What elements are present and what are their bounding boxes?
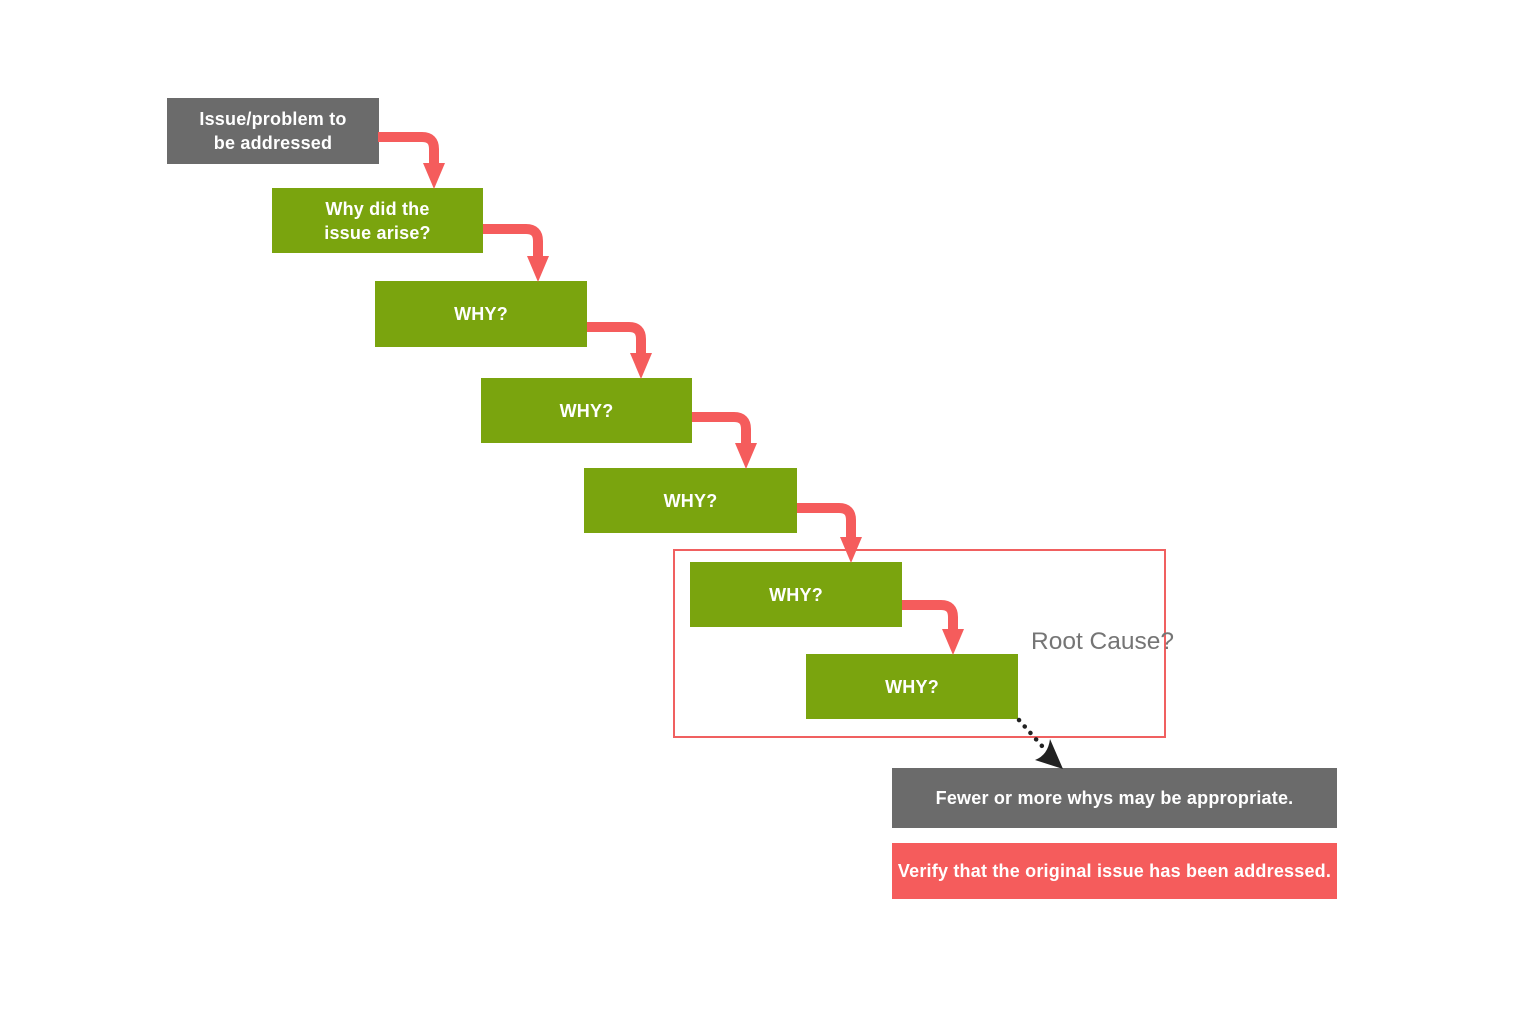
why-box-1: WHY?: [375, 281, 587, 347]
connector-arrow-1: [378, 132, 445, 189]
connector-arrow-3: [587, 322, 652, 379]
verify-box: Verify that the original issue has been …: [892, 843, 1337, 899]
why-box-5: WHY?: [806, 654, 1018, 719]
why-box-3: WHY?: [584, 468, 797, 533]
why-box-2: WHY?: [481, 378, 692, 443]
root-cause-label: Root Cause?: [1031, 628, 1175, 655]
connector-arrow-4: [692, 412, 757, 469]
note-box: Fewer or more whys may be appropriate.: [892, 768, 1337, 828]
why-box-4: WHY?: [690, 562, 902, 627]
root-cause-outline: [673, 549, 1166, 738]
why-did-issue-arise-box: Why did the issue arise?: [272, 188, 483, 253]
connector-arrow-2: [483, 224, 549, 282]
issue-problem-box: Issue/problem to be addressed: [167, 98, 379, 164]
